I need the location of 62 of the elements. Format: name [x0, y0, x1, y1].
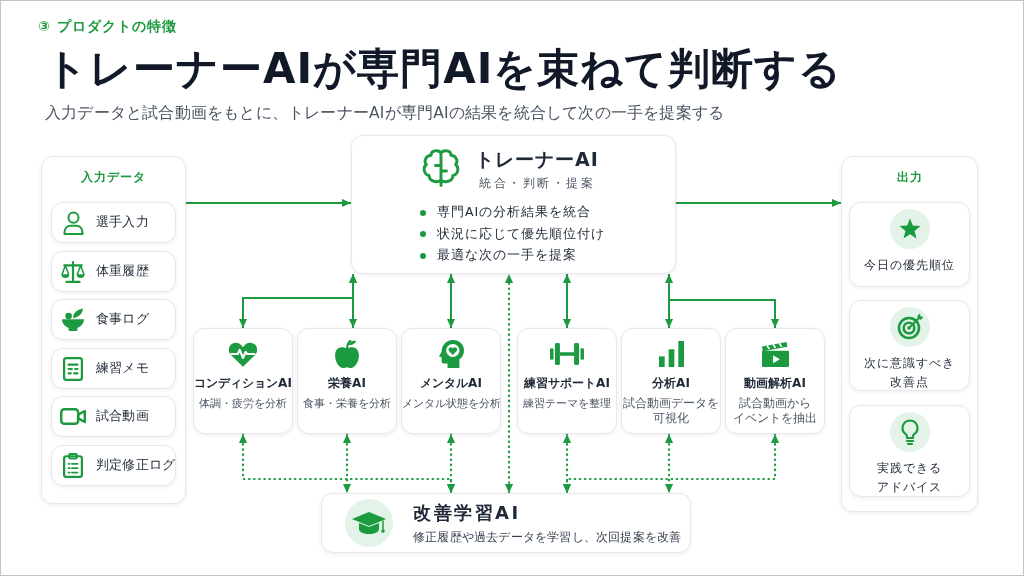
panel-heading: 入力データ	[80, 169, 147, 186]
section-label: ③ プロダクトの特徴	[38, 17, 177, 36]
agent-card	[193, 328, 293, 434]
input-card	[51, 299, 176, 340]
input-card	[51, 348, 176, 389]
arrow	[348, 273, 358, 329]
agent-title: 動画解析AI	[743, 375, 807, 391]
subtitle: 入力データと試合動画をもとに、トレーナーAIが専門AIの結果を統合して次の一手を提案する	[45, 103, 725, 124]
agent-title: 練習サポートAI	[523, 375, 611, 391]
arrow	[185, 198, 352, 208]
output-label: 実践できるアドバイス	[876, 460, 943, 496]
bullet-text: 最適な次の一手を提案	[437, 247, 577, 265]
agent-description: 練習テーマを整理	[522, 396, 612, 411]
item-label: 試合動画	[96, 408, 149, 425]
arrow	[446, 273, 456, 329]
hub-card	[351, 135, 676, 274]
group-panel	[41, 156, 186, 504]
agent-title: コンディションAI	[194, 375, 292, 391]
arrow	[675, 198, 842, 208]
agent-title: 分析AI	[651, 375, 691, 391]
output-card	[849, 300, 970, 391]
dotted-arrow	[664, 432, 674, 495]
agent-card	[517, 328, 617, 434]
agent-card	[297, 328, 397, 434]
agent-title: メンタルAI	[419, 375, 483, 391]
item-label: 食事ログ	[96, 311, 149, 328]
input-card	[51, 396, 176, 437]
agent-description: 試合動画からイベントを抽出	[732, 396, 818, 426]
arrow	[668, 273, 780, 329]
hub-subtitle: 統合・判断・提案	[479, 175, 595, 192]
output-card	[849, 202, 970, 287]
dotted-arrow	[562, 432, 780, 495]
agent-card	[725, 328, 825, 434]
learning-title: 改善学習AI	[413, 501, 521, 525]
learning-description: 修正履歴や過去データを学習し、次回提案を改善	[413, 529, 682, 546]
item-label: 選手入力	[96, 214, 149, 231]
group-panel	[841, 156, 978, 512]
output-card	[849, 405, 970, 497]
dotted-arrow	[504, 272, 514, 495]
agent-card	[401, 328, 501, 434]
agent-description: メンタル状態を分析	[402, 396, 500, 411]
item-label: 判定修正ログ	[96, 457, 176, 474]
agent-card	[621, 328, 721, 434]
input-card	[51, 251, 176, 292]
panel-heading: 出力	[895, 169, 924, 186]
agent-title: 栄養AI	[327, 375, 367, 391]
bullet-text: 専門AIの分析結果を統合	[437, 204, 592, 222]
arrow	[562, 273, 572, 329]
dotted-arrow	[342, 432, 352, 495]
hub-title: トレーナーAI	[475, 147, 599, 172]
item-label: 体重履歴	[96, 263, 149, 280]
output-label: 今日の優先順位	[864, 257, 955, 274]
item-label: 練習メモ	[96, 360, 149, 377]
input-card	[51, 202, 176, 243]
output-label: 次に意識すべき改善点	[863, 355, 956, 391]
agent-description: 食事・栄養を分析	[302, 396, 392, 411]
learning-card	[321, 493, 691, 553]
agent-description: 体調・疲労を分析	[198, 396, 288, 411]
page-title: トレーナーAIが専門AIを束ねて判断する	[45, 44, 843, 94]
input-card	[51, 445, 176, 486]
bullet-text: 状況に応じて優先順位付け	[437, 225, 605, 243]
agent-description: 試合動画データを可視化	[622, 396, 720, 426]
